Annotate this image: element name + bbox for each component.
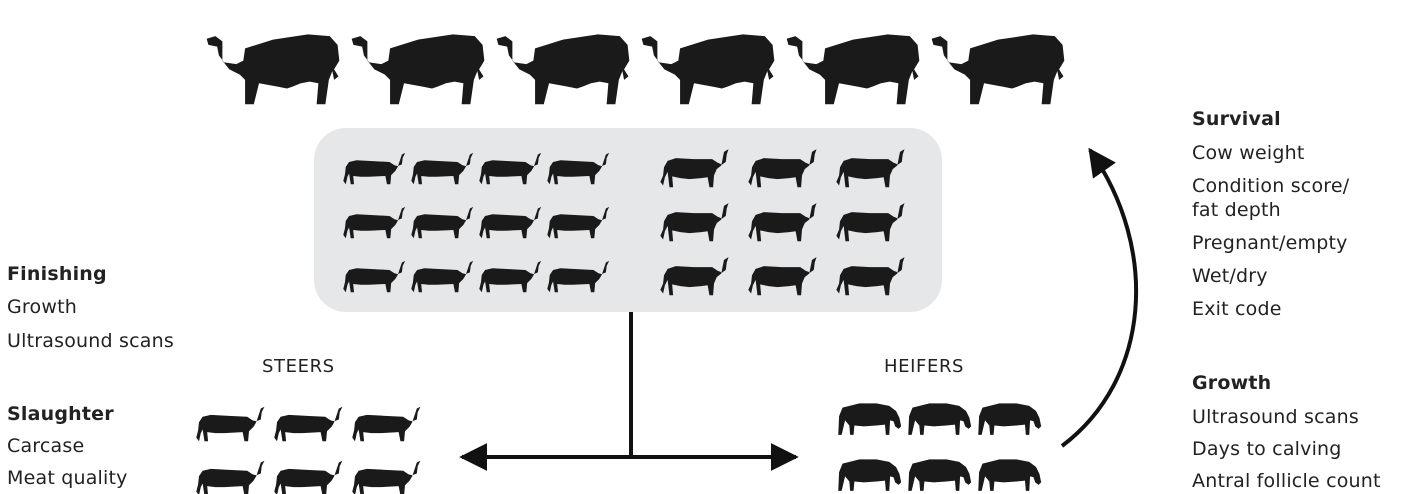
- growth-item-ultrasound: Ultrasound scans: [1192, 406, 1359, 428]
- finishing-item-growth: Growth: [7, 296, 77, 318]
- slaughter-item-carcase: Carcase: [7, 435, 85, 457]
- steer-silhouette-icon: [352, 460, 421, 494]
- grazing-heifer-icon: [978, 403, 1042, 435]
- survival-item-pregnant: Pregnant/empty: [1192, 232, 1348, 254]
- steer-silhouette-icon: [196, 460, 265, 494]
- grazing-heifer-icon: [908, 403, 972, 435]
- bull-silhouette-icon: [641, 34, 775, 105]
- grazing-heifer-icon: [978, 459, 1042, 491]
- steers-label: STEERS: [262, 356, 335, 377]
- finishing-heading: Finishing: [7, 263, 107, 285]
- grazing-heifer-icon: [838, 459, 902, 491]
- steer-silhouette-icon: [274, 406, 343, 442]
- survival-item-fat-depth: fat depth: [1192, 199, 1281, 221]
- growth-heading: Growth: [1192, 372, 1272, 394]
- bull-silhouette-icon: [786, 34, 920, 105]
- grazing-heifer-icon: [838, 403, 902, 435]
- steer-silhouette-icon: [196, 406, 265, 442]
- steers-group: [196, 406, 421, 494]
- survival-item-condition-score: Condition score/: [1192, 175, 1350, 197]
- finishing-item-ultrasound: Ultrasound scans: [7, 330, 174, 352]
- steer-silhouette-icon: [274, 460, 343, 494]
- steer-silhouette-icon: [352, 406, 421, 442]
- curved-arrow: [1060, 147, 1139, 448]
- bull-silhouette-icon: [351, 34, 485, 105]
- bulls-row: [206, 34, 1065, 105]
- survival-heading: Survival: [1192, 108, 1281, 130]
- survival-item-exit-code: Exit code: [1192, 298, 1282, 320]
- slaughter-heading: Slaughter: [7, 403, 114, 425]
- bull-silhouette-icon: [496, 34, 630, 105]
- heifers-label: HEIFERS: [884, 356, 965, 377]
- bull-silhouette-icon: [931, 34, 1065, 105]
- growth-item-days-to-calving: Days to calving: [1192, 438, 1342, 460]
- growth-item-antral-follicle: Antral follicle count: [1192, 470, 1381, 492]
- survival-item-cow-weight: Cow weight: [1192, 142, 1305, 164]
- survival-item-wet-dry: Wet/dry: [1192, 265, 1268, 287]
- slaughter-item-meat-quality: Meat quality: [7, 467, 128, 489]
- bull-silhouette-icon: [206, 34, 340, 105]
- grazing-heifer-icon: [908, 459, 972, 491]
- heifers-group: [838, 403, 1042, 491]
